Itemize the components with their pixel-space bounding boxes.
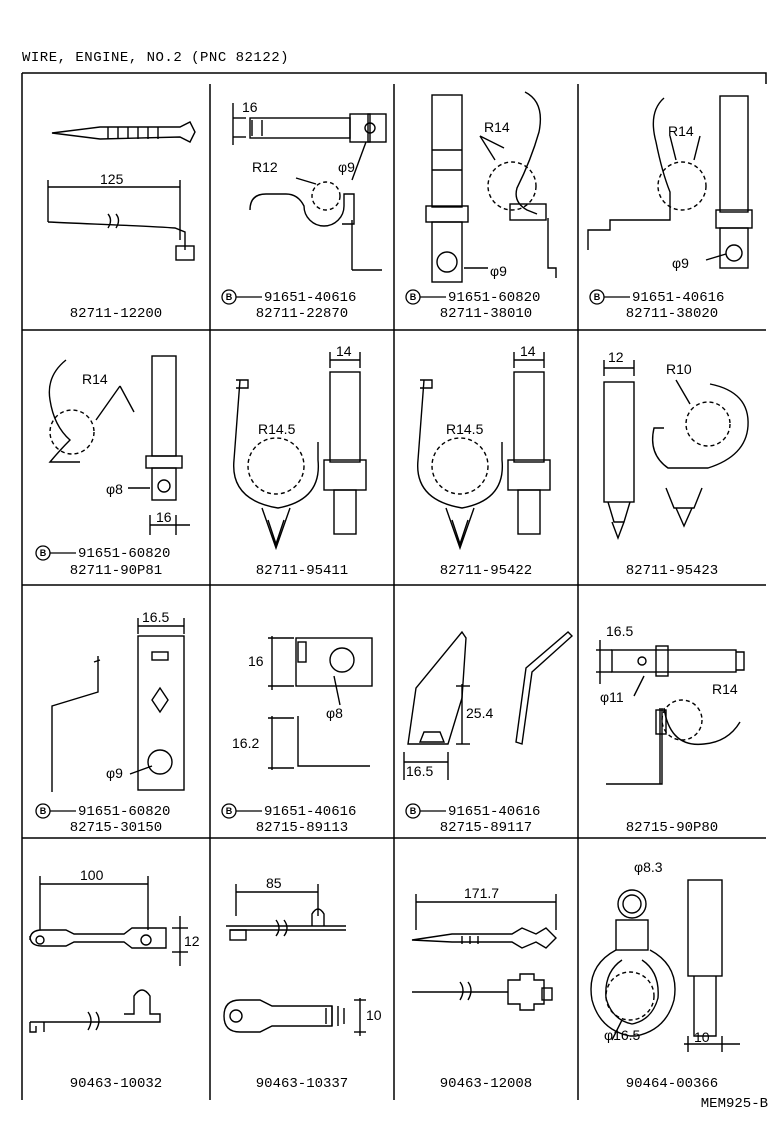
part-number: 82711-38020 <box>625 306 719 322</box>
dim-label: φ9 <box>338 159 355 175</box>
dim-label: 16.5 <box>606 623 633 639</box>
part-number: 82715-90P80 <box>625 820 719 836</box>
part-drawing-82711-22870 <box>232 103 387 271</box>
diagram-code: MEM925-B <box>700 1096 768 1112</box>
part-number: 90464-00366 <box>625 1076 719 1092</box>
dim-label: R14.5 <box>446 421 484 437</box>
part-number: 82711-90P81 <box>69 563 163 579</box>
svg-text:B: B <box>226 806 233 816</box>
dim-label: R14 <box>484 119 510 135</box>
part-number: 82715-89117 <box>439 820 533 836</box>
dim-label: R14.5 <box>258 421 296 437</box>
dim-label: φ9 <box>490 263 507 279</box>
dim-label: 10 <box>366 1007 382 1023</box>
part-number: 82711-22870 <box>255 306 349 322</box>
part-drawing-82711-95422 <box>417 352 551 551</box>
svg-text:B: B <box>40 806 47 816</box>
part-number: 82711-95422 <box>439 563 533 579</box>
dim-label: 12 <box>184 933 200 949</box>
dim-label: 12 <box>608 349 624 365</box>
part-drawing-82715-89113 <box>268 636 373 770</box>
part-number: 90463-12008 <box>439 1076 533 1092</box>
dim-label: 16.5 <box>406 763 433 779</box>
part-number: 90463-10337 <box>255 1076 349 1092</box>
part-number: 82715-89113 <box>255 820 349 836</box>
dim-label: 16.5 <box>142 609 169 625</box>
part-drawing-82715-89117 <box>403 630 574 780</box>
part-drawing-82715-30150 <box>51 618 185 792</box>
part-drawing-90463-10032 <box>29 876 188 1033</box>
dim-label: 16 <box>248 653 264 669</box>
sub-part-number: 91651-60820 <box>448 290 541 306</box>
svg-text:B: B <box>594 292 601 302</box>
dim-label: 100 <box>80 867 104 883</box>
part-drawing-90463-10337 <box>223 884 366 1036</box>
dim-label: 85 <box>266 875 282 891</box>
dim-label: 14 <box>336 343 352 359</box>
part-number: 82711-12200 <box>69 306 163 322</box>
grid-lines <box>21 72 767 1100</box>
part-number: 82711-38010 <box>439 306 533 322</box>
dim-label: R14 <box>82 371 108 387</box>
dim-label: φ16.5 <box>604 1027 641 1043</box>
sub-part-number: 91651-40616 <box>632 290 725 306</box>
part-number: 82711-95411 <box>255 563 349 579</box>
dim-label: R14 <box>668 123 694 139</box>
svg-text:B: B <box>226 292 233 302</box>
part-drawing-82711-38010 <box>425 91 557 283</box>
part-drawing-82711-95411 <box>233 352 367 551</box>
dim-label: 16.2 <box>232 735 259 751</box>
dim-label: R14 <box>712 681 738 697</box>
svg-text:B: B <box>410 292 417 302</box>
part-drawing-90464-00366 <box>590 879 740 1052</box>
sub-part-markers <box>35 289 630 819</box>
dim-label: 25.4 <box>466 705 493 721</box>
dim-label: φ8 <box>326 705 343 721</box>
dim-label: 125 <box>100 171 124 187</box>
part-number: 82715-30150 <box>69 820 163 836</box>
dim-label: 171.7 <box>464 885 499 901</box>
dim-label: φ11 <box>600 689 624 705</box>
dim-label: φ9 <box>106 765 123 781</box>
dim-label: 16 <box>242 99 258 115</box>
dim-label: 14 <box>520 343 536 359</box>
dim-label: φ8 <box>106 481 123 497</box>
part-drawing-82711-12200 <box>47 121 196 261</box>
sub-part-number: 91651-60820 <box>78 546 171 562</box>
part-drawing-82711-90P81 <box>48 355 190 535</box>
dim-label: R10 <box>666 361 692 377</box>
part-drawing-90463-12008 <box>411 894 557 1011</box>
part-drawing-82711-38020 <box>587 95 753 269</box>
part-number: 90463-10032 <box>69 1076 163 1092</box>
dim-label: φ9 <box>672 255 689 271</box>
page-title: WIRE, ENGINE, NO.2 (PNC 82122) <box>22 50 290 66</box>
sub-part-number: 91651-40616 <box>264 804 357 820</box>
sub-part-number: 91651-60820 <box>78 804 171 820</box>
part-drawing-82711-95423 <box>603 360 749 540</box>
dim-label: φ8.3 <box>634 859 663 875</box>
dim-label: 16 <box>156 509 172 525</box>
sub-part-number: 91651-40616 <box>448 804 541 820</box>
dim-label: R12 <box>252 159 278 175</box>
sub-part-number: 91651-40616 <box>264 290 357 306</box>
dim-label: 10 <box>694 1029 710 1045</box>
part-drawing-82715-90P80 <box>596 640 745 785</box>
part-number: 82711-95423 <box>625 563 719 579</box>
svg-text:B: B <box>410 806 417 816</box>
svg-text:B: B <box>40 548 47 558</box>
